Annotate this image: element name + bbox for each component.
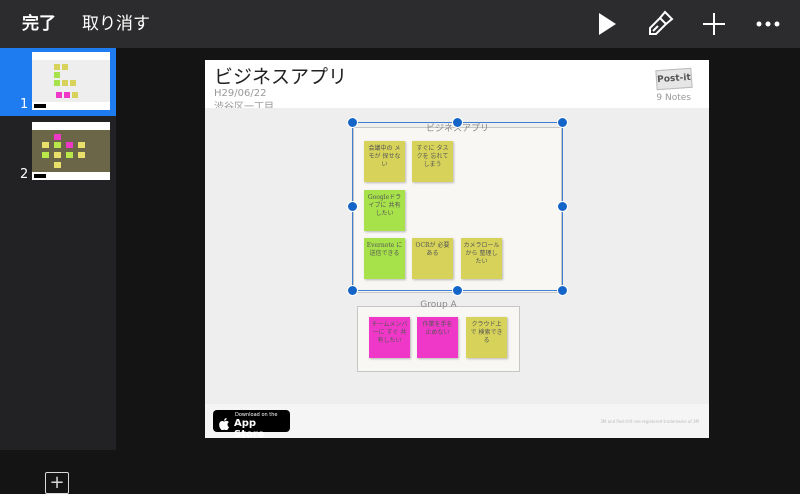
resize-handle[interactable] [347, 285, 358, 296]
sticky-note[interactable]: チームメンバーに すぐ 共有したい [369, 317, 410, 358]
note-text: クラウド上 で 検索できる [470, 321, 503, 344]
sticky-note[interactable]: クラウド上 で 検索できる [466, 317, 507, 358]
resize-handle[interactable] [557, 117, 568, 128]
sticky-note[interactable]: Googleドライブに 共有したい [364, 190, 405, 231]
top-toolbar: 完了 取り消す [0, 0, 800, 48]
resize-handle[interactable] [452, 117, 463, 128]
slide-title[interactable]: ビジネスアプリ [214, 66, 348, 88]
slide-preview [32, 122, 110, 180]
group-label: ビジネスアプリ [425, 124, 489, 134]
apple-icon [219, 415, 230, 431]
resize-handle[interactable] [347, 117, 358, 128]
app-store-badge[interactable]: Download on the App Store [213, 410, 290, 438]
slide: ビジネスアプリ H29/06/22 渋谷区一丁目 Post-it 9 Notes… [205, 60, 709, 438]
notes-count: 9 Notes [656, 93, 691, 103]
slide-place: 渋谷区一丁目 [214, 98, 274, 113]
resize-handle[interactable] [347, 201, 358, 212]
note-text: すぐに タスクを 忘れてしまう [416, 145, 449, 168]
slide-date: H29/06/22 [214, 88, 267, 99]
slide-navigator: 1 2 [0, 48, 116, 494]
slide-thumbnail-2[interactable]: 2 [0, 118, 116, 186]
sticky-note[interactable]: Evernote に 送信できる [364, 238, 405, 279]
group-label: Group A [420, 300, 457, 310]
slide-number: 2 [20, 167, 29, 182]
slide-number: 1 [20, 97, 29, 112]
note-text: Evernote に 送信できる [366, 242, 403, 257]
note-text: Googleドライブに 共有したい [367, 194, 402, 217]
play-icon[interactable] [591, 8, 623, 40]
slide-footer: Download on the App Store 3M and Post-it… [205, 404, 709, 438]
post-it-logo: Post-it [655, 67, 693, 91]
note-text: チームメンバーに すぐ 共有したい [371, 321, 408, 344]
add-slide-button[interactable]: + [45, 472, 69, 494]
plus-icon[interactable] [698, 8, 730, 40]
sticky-note[interactable]: 作業を手を 止めない [417, 317, 458, 358]
resize-handle[interactable] [452, 285, 463, 296]
plus-square-icon: + [49, 472, 65, 493]
note-text: 作業を手を 止めない [422, 321, 453, 336]
appstore-small-text: Download on the [235, 412, 278, 418]
sticky-note[interactable]: OCRが 必要ある [412, 238, 453, 279]
trademark-text: 3M and Post-it® are registered trademark… [600, 419, 699, 424]
sticky-note[interactable]: カメラロール から 整理したい [461, 238, 502, 279]
note-text: OCRが 必要ある [415, 242, 450, 257]
done-button[interactable]: 完了 [22, 14, 56, 34]
resize-handle[interactable] [557, 201, 568, 212]
sticky-note[interactable]: すぐに タスクを 忘れてしまう [412, 141, 453, 182]
more-icon[interactable] [752, 8, 784, 40]
notes-board: ビジネスアプリ 会議中の メモが 探せない すぐに タスクを 忘れてしまう Go… [205, 108, 709, 404]
resize-handle[interactable] [557, 285, 568, 296]
paintbrush-icon[interactable] [644, 8, 676, 40]
appstore-big-text: App Store [234, 418, 265, 438]
slide-thumbnail-1[interactable]: 1 [0, 48, 116, 116]
sticky-note[interactable]: 会議中の メモが 探せない [364, 141, 405, 182]
note-text: カメラロール から 整理したい [463, 242, 500, 265]
selection-rectangle [352, 122, 563, 291]
undo-button[interactable]: 取り消す [82, 14, 150, 34]
slide-preview [32, 52, 110, 110]
note-text: 会議中の メモが 探せない [368, 145, 401, 168]
